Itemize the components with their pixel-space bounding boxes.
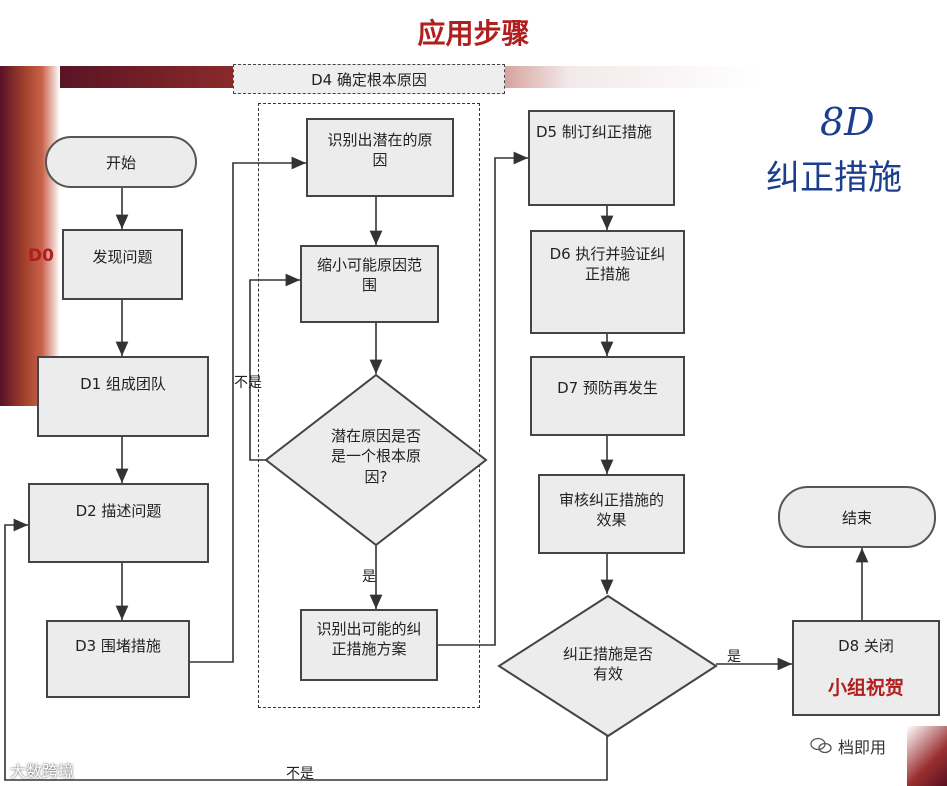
d0-label: D0 [28,246,54,266]
narrow-causes-box: 缩小可能原因范围 [300,245,439,323]
d7-box: D7 预防再发生 [530,356,685,436]
edge-label-yes-2: 是 [727,649,741,665]
d1-box: D1 组成团队 [37,356,209,437]
edge-label-not-1: 不是 [234,375,262,391]
identify-potential-causes-box: 识别出潜在的原因 [306,118,454,197]
wechat-icon [810,737,832,754]
d3-box: D3 围堵措施 [46,620,190,698]
header-8d: 8D [820,100,875,144]
watermark-right: 档即用 [810,734,886,758]
edge-label-yes-1: 是 [362,569,376,585]
d2-box: D2 描述问题 [28,483,209,563]
d0-box: 发现问题 [62,229,183,300]
background-left-strip [0,66,60,406]
d8-celebrate: 小组祝贺 [827,677,904,700]
header-subtitle: 纠正措施 [766,158,902,198]
effectiveness-decision-text: 纠正措施是否有效 [562,645,653,684]
effectiveness-decision [497,594,718,738]
d6-box: D6 执行并验证纠正措施 [530,230,685,334]
d8-label: D8 关闭 [838,637,894,655]
root-cause-decision [264,373,488,547]
root-cause-decision-text: 潜在原因是否是一个根本原因? [330,427,421,486]
identify-corrective-box: 识别出可能的纠正措施方案 [300,609,438,681]
d4-group-border [258,103,480,708]
d4-caption: D4 确定根本原因 [233,64,505,94]
background-corner [907,726,947,786]
watermark-left: 大数跨境 [10,762,75,781]
page-title: 应用步骤 [417,17,530,50]
watermark-right-text: 档即用 [838,738,887,757]
d8-box: D8 关闭 小组祝贺 [792,620,940,716]
start-terminal: 开始 [45,136,197,188]
edge-label-not-2: 不是 [286,766,314,782]
d5-box: D5 制订纠正措施 [528,110,675,206]
end-terminal: 结束 [778,486,936,548]
review-box: 审核纠正措施的效果 [538,474,685,554]
